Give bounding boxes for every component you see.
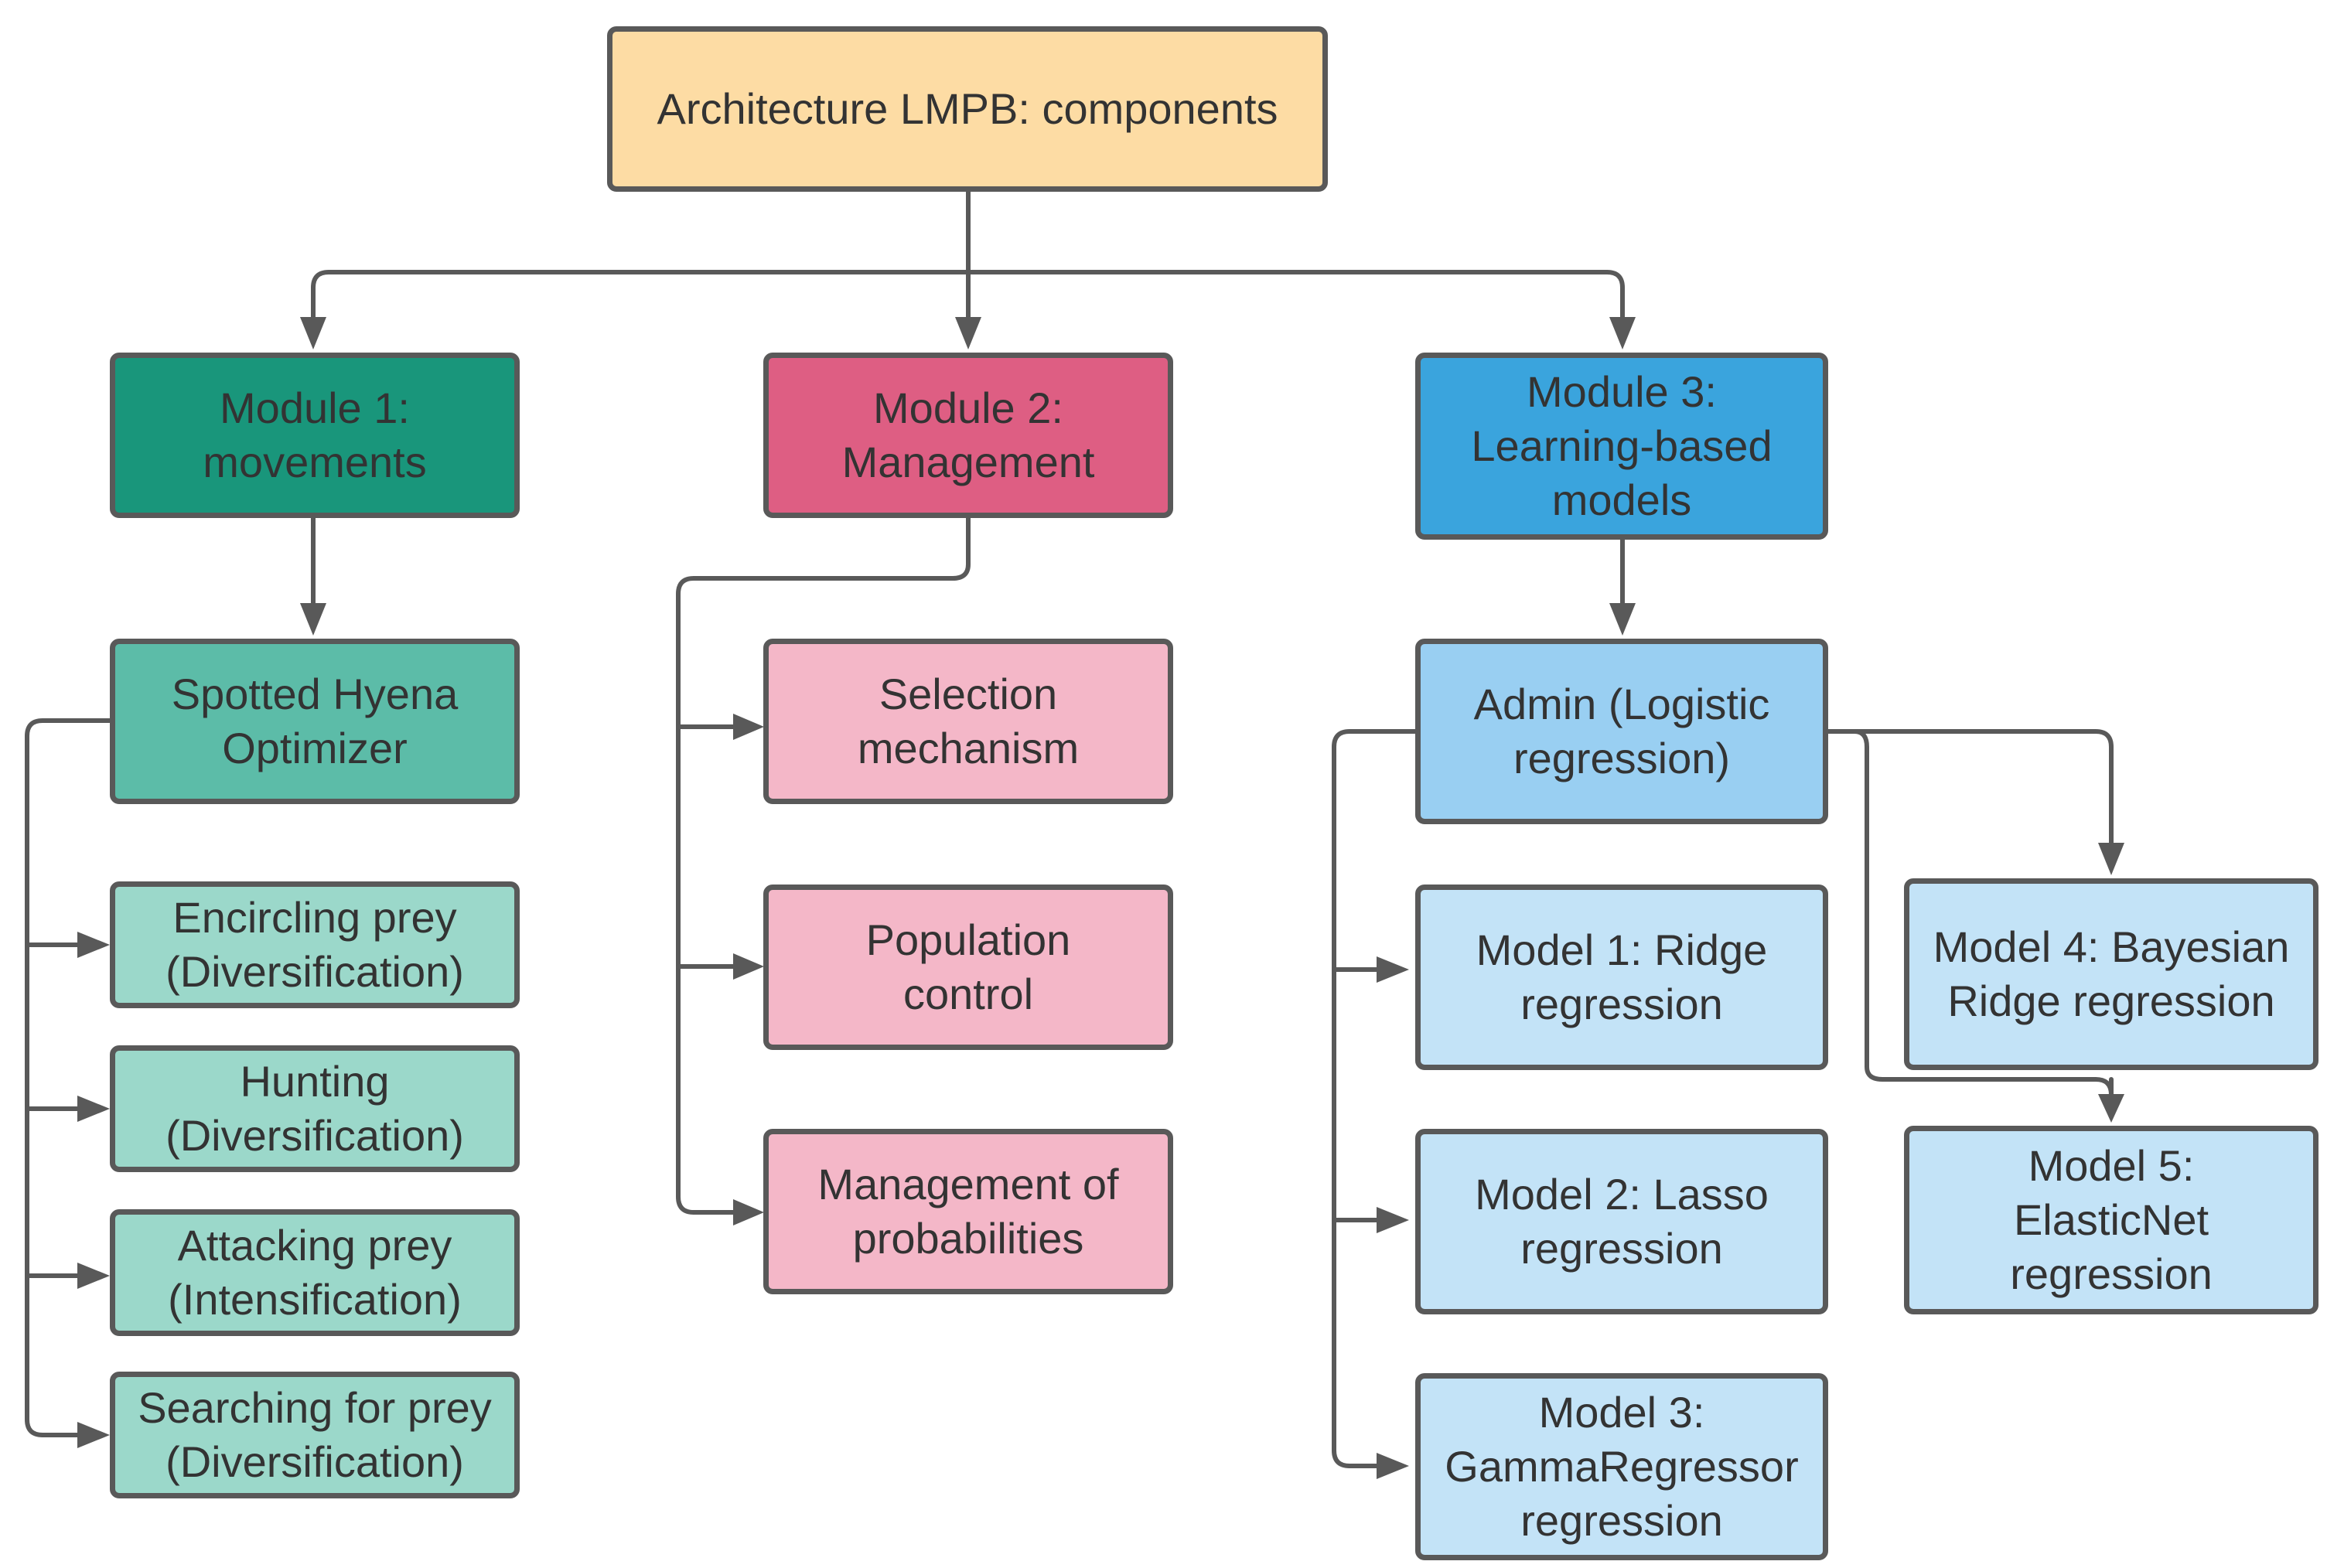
arrowhead-item2 <box>733 953 764 980</box>
arrowhead-step4 <box>77 1422 110 1448</box>
arrowhead-module1 <box>300 317 326 349</box>
module2-item-label: Selection mechanism <box>857 670 1080 772</box>
optimizer-branch-line <box>25 718 114 1437</box>
module1-step-node: Encircling prey (Diversification) <box>110 881 520 1008</box>
model-label: Model 1: Ridge regression <box>1476 925 1768 1028</box>
arrowhead-model3 <box>1377 1453 1409 1479</box>
module2-branch-line <box>676 516 971 1215</box>
root-label: Architecture LMPB: components <box>657 84 1278 133</box>
module3-node: Module 3: Learning-based models <box>1415 353 1828 540</box>
module1-step-label: Encircling prey (Diversification) <box>165 893 464 996</box>
arrowhead-model2 <box>1377 1207 1409 1233</box>
module2-node: Module 2: Management <box>763 353 1173 518</box>
arrowhead-model5 <box>2098 1094 2124 1123</box>
model-label: Model 2: Lasso regression <box>1475 1170 1769 1273</box>
arrowhead-module3 <box>1609 317 1636 349</box>
arrowhead-optimizer <box>300 603 326 636</box>
arrowhead-step3 <box>77 1263 110 1289</box>
admin-to-model5-arrow <box>1826 729 2114 1097</box>
arrowhead-item1 <box>733 714 764 740</box>
model-label: Model 5: ElasticNet regression <box>2010 1141 2213 1298</box>
module1-node: Module 1: movements <box>110 353 520 518</box>
arrowhead-model4 <box>2098 843 2124 875</box>
model-node: Model 3: GammaRegressor regression <box>1415 1373 1828 1560</box>
model-node: Model 4: Bayesian Ridge regression <box>1904 878 2318 1070</box>
admin-label: Admin (Logistic regression) <box>1473 680 1770 782</box>
module1-step-node: Searching for prey (Diversification) <box>110 1372 520 1498</box>
model-node: Model 1: Ridge regression <box>1415 885 1828 1070</box>
module1-step-label: Searching for prey (Diversification) <box>138 1383 492 1486</box>
arrowhead-admin <box>1609 603 1636 636</box>
module2-item-node: Population control <box>763 885 1173 1050</box>
module1-step-label: Hunting (Diversification) <box>165 1057 464 1160</box>
root-to-module3-arrow <box>966 270 1625 319</box>
module2-item-label: Population control <box>865 915 1071 1018</box>
optimizer-node: Spotted Hyena Optimizer <box>110 639 520 804</box>
admin-left-branch-line <box>1332 729 1418 1468</box>
arrowhead-item3 <box>733 1199 764 1225</box>
model-node: Model 2: Lasso regression <box>1415 1129 1828 1314</box>
model-label: Model 4: Bayesian Ridge regression <box>1933 922 2290 1025</box>
module2-item-node: Management of probabilities <box>763 1129 1173 1294</box>
module2-item-label: Management of probabilities <box>817 1160 1119 1263</box>
module3-title: Module 3: Learning-based models <box>1471 367 1773 524</box>
optimizer-label: Spotted Hyena Optimizer <box>171 670 459 772</box>
module1-step-label: Attacking prey (Intensification) <box>168 1221 462 1324</box>
arrowhead-model1 <box>1377 956 1409 983</box>
admin-to-model4-arrow <box>1826 729 2114 845</box>
module1-step-node: Attacking prey (Intensification) <box>110 1209 520 1336</box>
module2-item-node: Selection mechanism <box>763 639 1173 804</box>
model-node: Model 5: ElasticNet regression <box>1904 1126 2318 1314</box>
arrowhead-module2 <box>955 317 981 349</box>
module1-step-node: Hunting (Diversification) <box>110 1045 520 1172</box>
root-to-module1-arrow <box>311 270 971 319</box>
module1-title: Module 1: movements <box>203 383 427 486</box>
arrowhead-step2 <box>77 1096 110 1122</box>
arrowhead-step1 <box>77 932 110 958</box>
module2-title: Module 2: Management <box>841 383 1095 486</box>
root-node: Architecture LMPB: components <box>607 26 1328 192</box>
model-label: Model 3: GammaRegressor regression <box>1445 1388 1799 1545</box>
admin-node: Admin (Logistic regression) <box>1415 639 1828 824</box>
